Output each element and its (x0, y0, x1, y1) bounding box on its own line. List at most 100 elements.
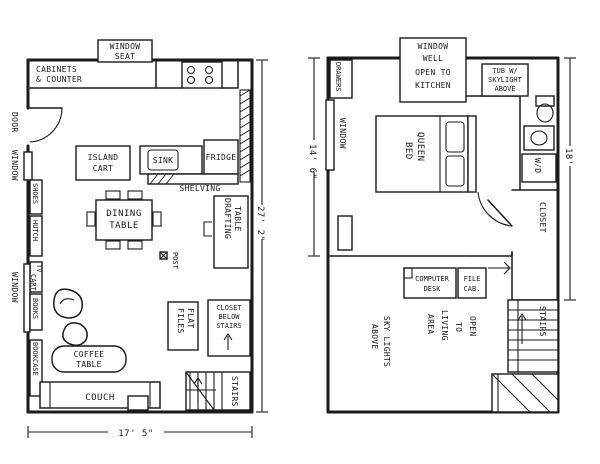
flat-files-label-1: FLAT (186, 308, 195, 328)
stairs-upper-label: STAIRS (538, 306, 547, 337)
window-seat-label-2: SEAT (115, 52, 135, 61)
upper-window-label: WINDOW (338, 118, 347, 149)
sky-lights-label: SKY LIGHTS ABOVE (370, 316, 391, 367)
sky-lights-label-1: SKY LIGHTS (382, 316, 391, 367)
flat-files-label-2: FILES (176, 308, 185, 334)
closet-below-stairs-label-3: STAIRS (216, 322, 241, 330)
closet-below-stairs-label-2: BELOW (218, 313, 240, 321)
window-seat-label-1: WINDOW (110, 42, 141, 51)
window-well-label-1: WINDOW (418, 42, 449, 51)
window-well-label-2: WELL (423, 54, 443, 63)
cabinets-label-2: & COUNTER (36, 75, 82, 84)
cabinets-counter: CABINETS & COUNTER (29, 59, 239, 89)
queen-bed-label-2: BED (403, 142, 413, 160)
sink-label: SINK (153, 156, 173, 165)
washer-dryer: W/D (521, 153, 557, 183)
drafting-table-label-1: DRAFTING (223, 198, 232, 239)
loft-edge-2 (469, 251, 513, 257)
dimension-width: 17' 5" (27, 426, 253, 439)
window-left-upper (23, 151, 33, 181)
drawers: DRAWERS (329, 59, 353, 99)
island-cart (75, 145, 131, 181)
computer-desk-label-2: DESK (424, 285, 442, 293)
island-cart-label-2: CART (93, 164, 113, 173)
shelving (147, 173, 239, 185)
queen-bed-label-1: QUEEN (415, 132, 425, 162)
closet-door (477, 191, 513, 227)
couch-label: COUCH (85, 393, 115, 403)
stairs-ground-label: STAIRS (230, 376, 239, 407)
closet-label: CLOSET (538, 202, 547, 233)
wd-label: W/D (533, 158, 542, 173)
open-label-1: OPEN (468, 316, 477, 336)
dimension-left: 14' 6" (307, 57, 321, 257)
toilet (535, 95, 555, 123)
window-well-label-4: KITCHEN (415, 81, 451, 90)
tub-label-2: SKYLIGHT (488, 76, 523, 84)
cabinets-label-1: CABINETS (36, 65, 77, 74)
open-to-living-area-label: OPEN TO LIVING AREA (426, 310, 477, 341)
books-shelf (29, 293, 43, 331)
tv-cart-label-1: TV (35, 264, 43, 273)
stair-wall (511, 251, 557, 301)
bookcase (29, 339, 43, 397)
kitchen-fixtures: ISLAND CART SINK FRIDGE SHELVING (75, 139, 239, 193)
tv-cart-label-2: CART (29, 274, 37, 292)
shelving-label: SHELVING (180, 184, 221, 193)
post: POST (159, 251, 179, 270)
dimension-right: 18' (563, 57, 577, 301)
dining-table: DINING TABLE (86, 190, 162, 250)
shoes-label: SHOES (31, 183, 39, 204)
upper-floor-plan: WINDOW WELL OPEN TO KITCHEN DRAWERS WIND… (307, 37, 577, 414)
door: DOOR (10, 107, 63, 143)
file-cab-label-2: CAB. (464, 285, 481, 293)
post-label: POST (171, 252, 179, 270)
stairs-ground: STAIRS (185, 371, 251, 411)
dim-right-label: 18' (563, 148, 573, 166)
tub-label-1: TUB W/ (492, 67, 517, 75)
upper-window (325, 99, 335, 171)
ground-floor-plan: WINDOW SEAT CABINETS & COUNTER (10, 39, 269, 439)
file-cabinet: FILE CAB. (457, 267, 487, 299)
window-well: WINDOW WELL OPEN TO KITCHEN (399, 37, 467, 103)
drawers-label: DRAWERS (334, 62, 342, 92)
sky-lights-label-2: ABOVE (370, 324, 379, 350)
fridge-label: FRIDGE (206, 153, 237, 162)
flat-files: FLAT FILES (167, 301, 199, 351)
closet-below-stairs: CLOSET BELOW STAIRS (207, 299, 251, 357)
closet-below-stairs-label-1: CLOSET (216, 304, 242, 312)
hutch (29, 215, 43, 257)
bookcase-label: BOOKCASE (31, 342, 39, 376)
hatched-wall (239, 89, 251, 183)
file-cab-label-1: FILE (464, 275, 481, 283)
sink (147, 149, 179, 171)
drafting-table: DRAFTING TABLE (203, 195, 249, 269)
door-label: DOOR (10, 112, 19, 132)
window-left-lower-label: WINDOW (10, 272, 19, 303)
dimension-height: 27' 2" (255, 59, 269, 413)
dim-width-label: 17' 5" (118, 429, 154, 439)
computer-desk: COMPUTER DESK (403, 267, 457, 299)
fridge (203, 139, 239, 175)
tub-label-3: ABOVE (494, 85, 515, 93)
window-left-upper-label: WINDOW (10, 150, 19, 181)
computer-desk-label-1: COMPUTER (415, 275, 450, 283)
stair-landing (491, 373, 559, 413)
dining-table-label-2: TABLE (109, 221, 139, 231)
nightstand (337, 215, 353, 251)
closet: CLOSET (538, 202, 547, 233)
hutch-label: HUTCH (31, 220, 39, 241)
dim-left-label: 14' 6" (307, 144, 317, 180)
dim-height-label: 27' 2" (255, 206, 265, 242)
armchair-lower (62, 322, 88, 347)
drafting-table-label-2: TABLE (233, 206, 242, 232)
stairs-upper: STAIRS (507, 299, 559, 373)
desk-arrow (488, 261, 511, 275)
coffee-table-label-2: TABLE (76, 360, 102, 369)
coffee-table-label-1: COFFEE (74, 350, 105, 359)
island-cart-label-1: ISLAND (88, 153, 119, 162)
books-label: BOOKS (31, 298, 39, 319)
tub: TUB W/ SKYLIGHT ABOVE (481, 63, 529, 97)
side-table (127, 395, 149, 411)
